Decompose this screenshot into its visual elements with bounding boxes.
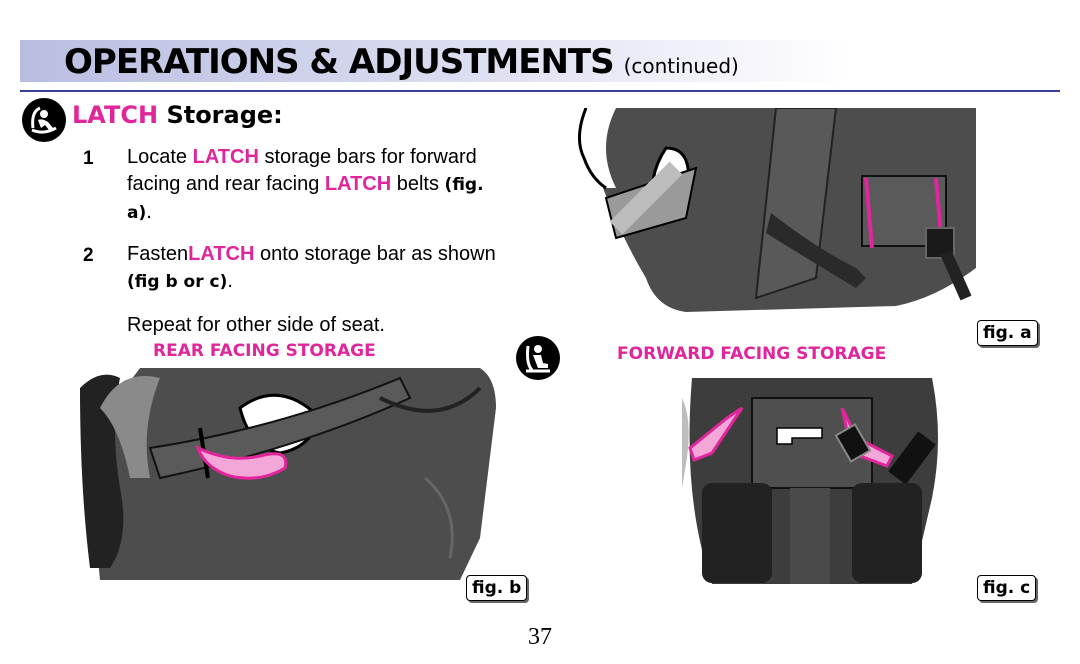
header-rule — [20, 90, 1060, 92]
step-2-latch: LATCH — [188, 243, 255, 265]
forward-facing-seat-icon — [516, 336, 560, 380]
step-2-text-b: onto storage bar as shown — [254, 243, 496, 265]
step-2-fig-ref: (fig b or c) — [127, 272, 228, 292]
step-1-latch: LATCH — [192, 146, 259, 168]
fig-b-illustration — [80, 368, 497, 580]
step-2-text-c: . — [227, 270, 233, 292]
fig-b-label: fig. b — [466, 575, 528, 601]
forward-facing-caption: FORWARD FACING STORAGE — [617, 344, 887, 364]
section-title-storage: Storage: — [166, 101, 283, 129]
rear-facing-caption: REAR FACING STORAGE — [153, 341, 376, 361]
step-1-text-d: . — [146, 201, 152, 223]
page-title: OPERATIONS & ADJUSTMENTS (continued) — [64, 42, 739, 82]
page-title-text: OPERATIONS & ADJUSTMENTS — [64, 42, 615, 82]
step-1-text-b: storage bars for forward facing and rear… — [127, 146, 477, 195]
fig-c-label: fig. c — [977, 575, 1037, 601]
header-band — [20, 40, 1060, 82]
step-2-number: 2 — [83, 245, 94, 266]
page-title-continued: (continued) — [623, 54, 739, 78]
section-title-latch: LATCH — [72, 101, 159, 129]
step-1-number: 1 — [83, 148, 94, 169]
step-1-latch-2: LATCH — [324, 173, 392, 195]
step-2-text: FastenLATCH onto storage bar as shown (f… — [127, 241, 497, 296]
fig-a-label: fig. a — [977, 320, 1038, 346]
step-1-fig-ref: (fig. a) — [127, 175, 484, 223]
step-1-text: Locate LATCH storage bars for forward fa… — [127, 144, 507, 227]
page-number: 37 — [528, 624, 552, 650]
step-2-text-a: Fasten — [127, 243, 189, 265]
step-1-text-c: belts — [391, 173, 445, 195]
fig-c-illustration — [682, 378, 944, 584]
repeat-note: Repeat for other side of seat. — [127, 314, 385, 336]
rear-facing-seat-icon — [22, 98, 66, 142]
fig-a-illustration — [576, 107, 976, 312]
section-title: LATCH Storage: — [72, 101, 283, 129]
step-1-text-a: Locate — [127, 146, 193, 168]
